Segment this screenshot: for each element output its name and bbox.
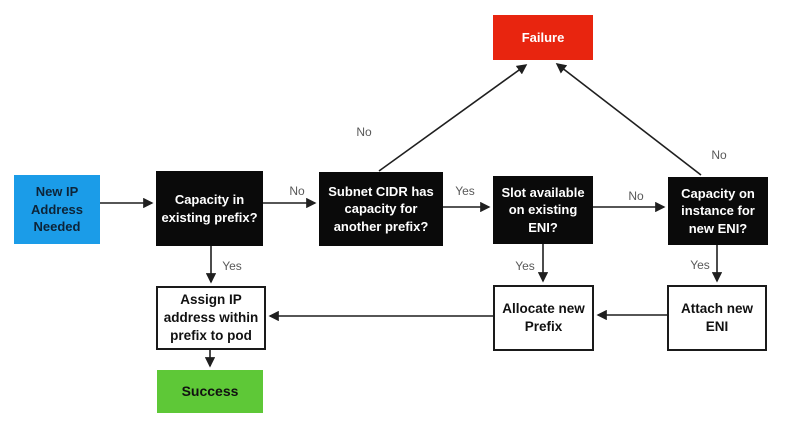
node-slot-available-eni: Slot available on existing ENI? (493, 176, 593, 244)
node-capacity-existing-prefix: Capacity in existing prefix? (156, 171, 263, 246)
node-attach-new-eni: Attach new ENI (667, 285, 767, 351)
edge-label-capacity-prefix-yes: Yes (222, 259, 242, 273)
node-capacity-instance-new-eni: Capacity on instance for new ENI? (668, 177, 768, 245)
node-failure: Failure (493, 15, 593, 60)
node-new-ip-address-needed: New IP Address Needed (14, 175, 100, 244)
node-subnet-cidr-capacity: Subnet CIDR has capacity for another pre… (319, 172, 443, 246)
node-allocate-new-prefix: Allocate new Prefix (493, 285, 594, 351)
edge-label-instance-yes: Yes (690, 258, 710, 272)
edge-label-slot-yes: Yes (515, 259, 535, 273)
edge-label-subnet-cidr-yes: Yes (455, 184, 475, 198)
node-success: Success (157, 370, 263, 413)
edge-subnet-cidr-no-to-failure (378, 64, 528, 172)
edge-label-subnet-cidr-no: No (356, 125, 372, 139)
edge-instance-no-to-failure (555, 63, 702, 176)
node-assign-ip-to-pod: Assign IP address within prefix to pod (156, 286, 266, 350)
edge-label-slot-no: No (628, 189, 644, 203)
edge-label-instance-no: No (711, 148, 727, 162)
edge-label-capacity-prefix-no: No (289, 184, 305, 198)
